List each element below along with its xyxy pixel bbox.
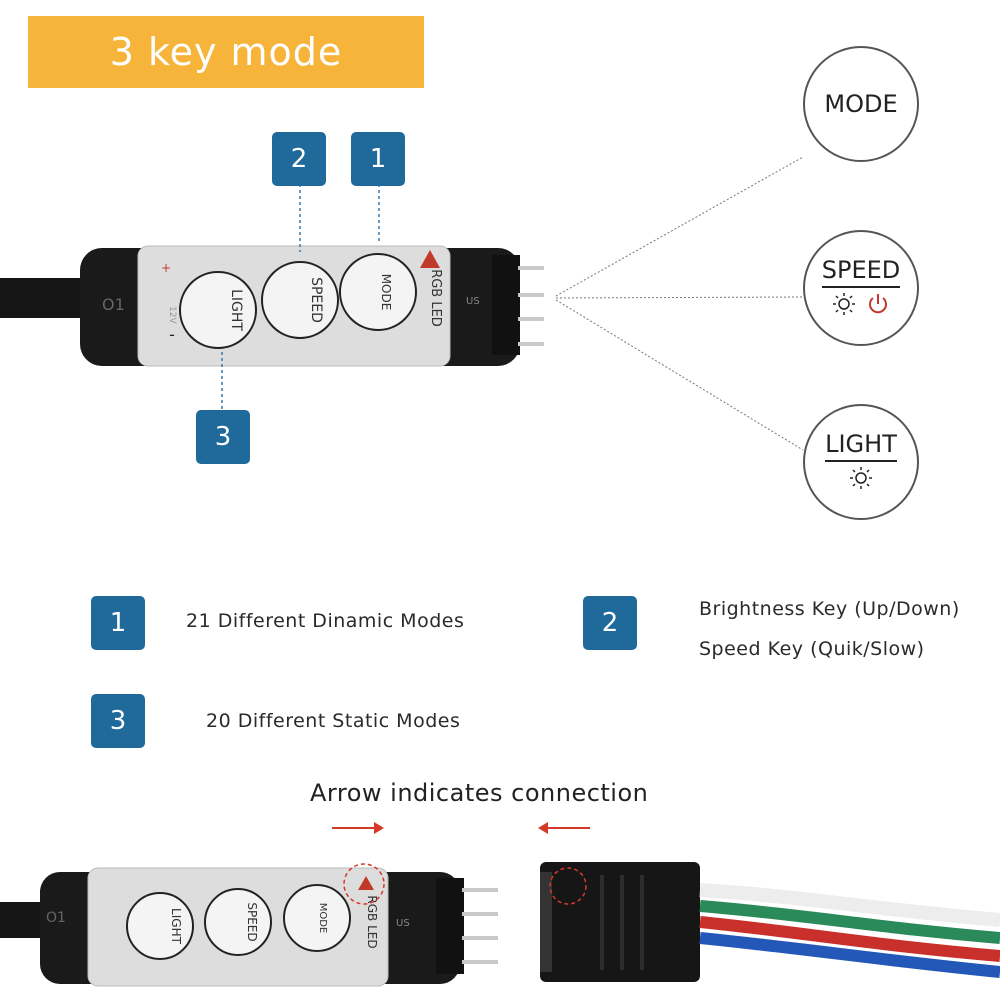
mode-button (339, 253, 417, 331)
bottom-mode-button (283, 884, 351, 952)
mode-label: MODE (379, 274, 393, 311)
circle-light-label: LIGHT (825, 430, 897, 462)
circle-speed: SPEED (803, 230, 919, 346)
badge-3-feature: 3 (91, 694, 145, 748)
voltage-mark: 12V (167, 306, 177, 324)
bottom-light-button (126, 892, 194, 960)
circle-mode: MODE (803, 46, 919, 162)
title-banner: 3 key mode (28, 16, 424, 88)
light-label: LIGHT (228, 289, 244, 331)
connection-diagram: LIGHT SPEED MODE RGB LED O1 US (0, 862, 1000, 987)
speed-button (261, 261, 339, 339)
minus-mark: - (169, 325, 175, 344)
banner-title: 3 key mode (109, 30, 343, 74)
badge-2-feature: 2 (583, 596, 637, 650)
svg-text:LIGHT: LIGHT (169, 908, 183, 945)
connector-pins (518, 266, 544, 346)
highlight-circle-connector (549, 867, 587, 905)
circle-mode-label: MODE (824, 90, 898, 118)
bottom-speed-button (204, 888, 272, 956)
plus-mark: + (161, 261, 171, 275)
sun-icon (832, 292, 856, 320)
circle-speed-label: SPEED (821, 256, 901, 288)
badge-1-feature: 1 (91, 596, 145, 650)
badge-1-top: 1 (351, 132, 405, 186)
circle-light: LIGHT (803, 404, 919, 520)
svg-text:SPEED: SPEED (245, 902, 259, 941)
o1-label: O1 (102, 295, 125, 314)
feature-2-line1: Brightness Key (Up/Down) (699, 598, 960, 620)
badge-2-top: 2 (272, 132, 326, 186)
warning-triangle-icon (420, 250, 440, 268)
svg-text:US: US (396, 918, 410, 929)
rgb-label: RGB LED (428, 269, 443, 327)
power-icon (866, 292, 890, 320)
badge-3-top: 3 (196, 410, 250, 464)
highlight-circle-controller (343, 863, 385, 905)
svg-text:MODE: MODE (317, 903, 328, 934)
controller-diagram: LIGHT SPEED MODE RGB LED O1 + - US 12V (0, 156, 804, 451)
feature-2-line2: Speed Key (Quik/Slow) (699, 638, 925, 660)
us-mark: US (466, 296, 480, 307)
svg-text:RGB LED: RGB LED (365, 895, 379, 948)
feature-3-text: 20 Different Static Modes (206, 710, 461, 732)
speed-label: SPEED (308, 277, 324, 323)
arrow-right-icon (332, 822, 384, 834)
brightness-icon (849, 466, 873, 494)
arrow-left-icon (538, 822, 590, 834)
light-button (179, 271, 257, 349)
colored-wires (699, 883, 1000, 978)
svg-text:O1: O1 (46, 910, 66, 926)
connection-caption: Arrow indicates connection (310, 779, 649, 807)
feature-1-text: 21 Different Dinamic Modes (186, 610, 465, 632)
